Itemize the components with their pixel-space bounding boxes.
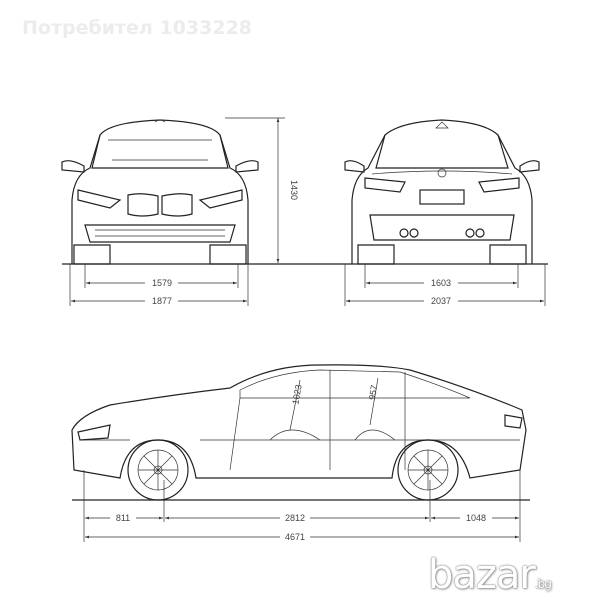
front-view-car xyxy=(61,119,259,265)
rear-headroom-label: 957 xyxy=(367,384,379,401)
front-overhang-label: 811 xyxy=(116,513,130,523)
side-dimensions xyxy=(83,470,521,542)
front-headroom-label: 1023 xyxy=(290,384,303,405)
front-dimensions xyxy=(69,117,285,306)
height-label: 1430 xyxy=(289,180,299,200)
side-view-car xyxy=(71,364,527,501)
rear-view-car xyxy=(344,119,540,265)
length-label: 4671 xyxy=(285,532,305,542)
front-width-label: 1877 xyxy=(152,296,172,306)
wheelbase-label: 2812 xyxy=(285,513,305,523)
rear-overhang-label: 1048 xyxy=(466,513,486,523)
logo-tld: .bg xyxy=(534,577,552,591)
front-track-label: 1579 xyxy=(152,278,172,288)
logo-text: bazar xyxy=(428,552,536,598)
rear-track-label: 1603 xyxy=(431,278,451,288)
user-watermark: Потребител 1033228 xyxy=(22,17,253,39)
bazar-logo: bazar.bg xyxy=(428,552,552,598)
rear-width-label: 2037 xyxy=(431,296,451,306)
rear-dimensions xyxy=(344,264,546,306)
